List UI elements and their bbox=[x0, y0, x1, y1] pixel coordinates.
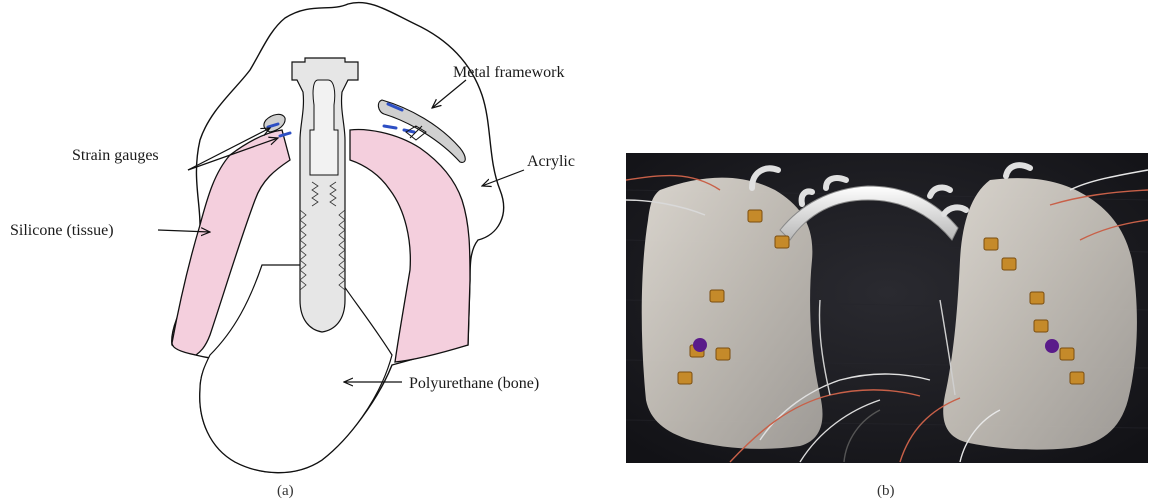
panel-b-photo: (b) bbox=[626, 153, 1148, 499]
label-strain-gauges: Strain gauges bbox=[72, 147, 159, 164]
label-polyurethane: Polyurethane (bone) bbox=[409, 375, 539, 392]
caption-a: (a) bbox=[277, 483, 294, 499]
panel-a-diagram: Metal framework Strain gauges Acrylic Si… bbox=[10, 3, 575, 499]
label-acrylic: Acrylic bbox=[527, 153, 575, 170]
caption-b: (b) bbox=[877, 483, 895, 499]
label-silicone: Silicone (tissue) bbox=[10, 222, 114, 239]
denture-right-plate bbox=[943, 178, 1137, 449]
abutment-screw bbox=[310, 80, 338, 175]
label-metal-framework: Metal framework bbox=[453, 64, 565, 81]
